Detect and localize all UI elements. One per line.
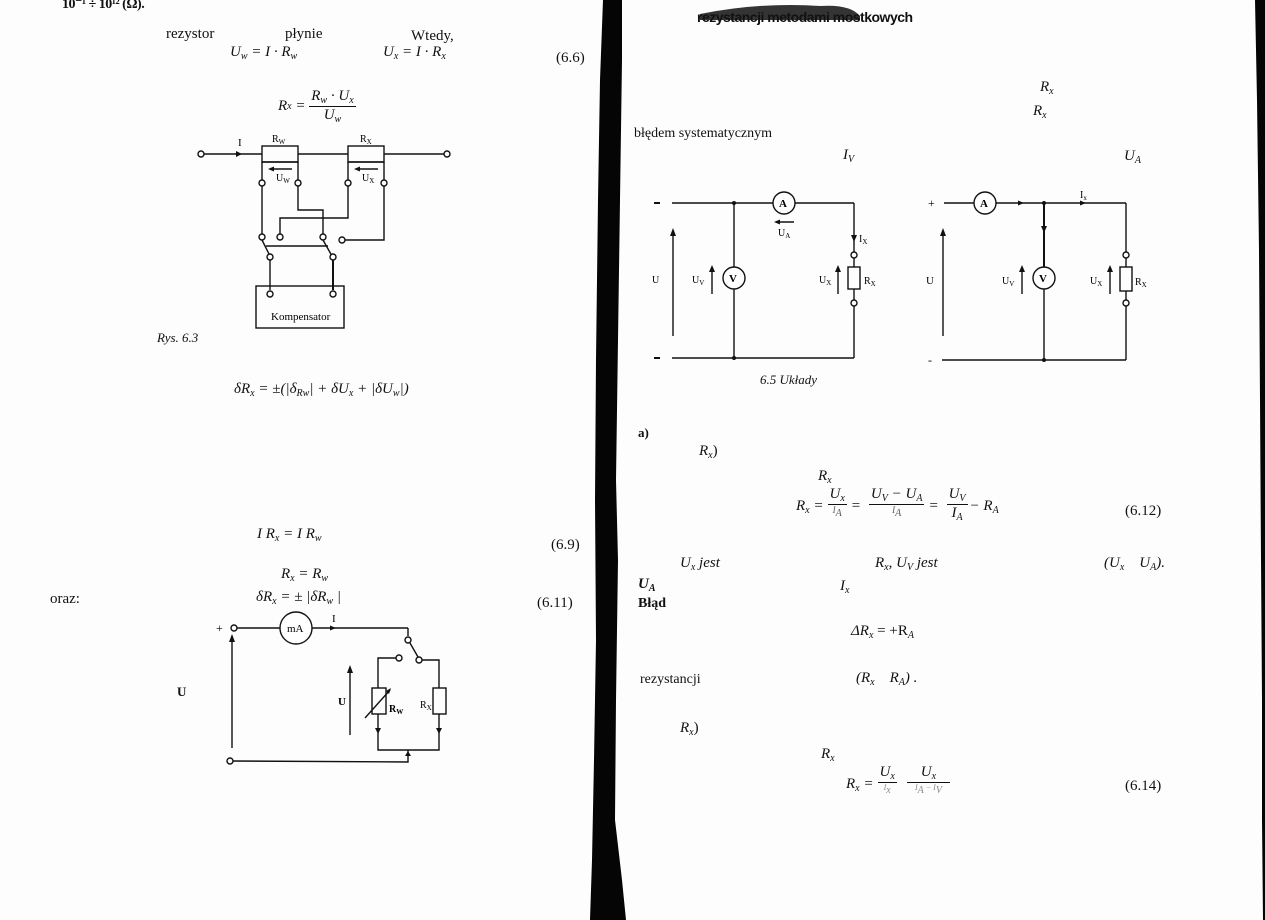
text-oraz: oraz: <box>50 591 80 607</box>
text-ux-jest: Ux jest <box>680 555 720 573</box>
terminal-right <box>443 150 451 158</box>
text-systematic-error: błędem systematycznym <box>634 126 773 141</box>
text-rx-ra-paren: (Rx RA) . <box>856 670 918 688</box>
equation-ux: Ux = I · Rx <box>383 44 446 62</box>
equation-number-6-12: (6.12) <box>1125 503 1162 519</box>
equation-number-6-9: (6.9) <box>551 537 580 553</box>
symbol-ix-line: Ix <box>840 578 850 596</box>
section-label-a: a) <box>638 425 649 440</box>
right-page-header: rezystancji metodami mostkowych <box>697 9 913 25</box>
resistor-rx <box>432 687 447 715</box>
resistor-rw <box>261 145 299 163</box>
equation-number-6-6: (6.6) <box>556 50 585 66</box>
figure-substitution-circuit: + mA I U RW RX <box>216 611 447 765</box>
equation-delta-rx: ΔRx = +RA <box>851 623 914 641</box>
text-rx-uv-jest: Rx, UV jest <box>875 555 938 573</box>
label-rx: RX <box>420 700 432 712</box>
label-rw: RW <box>389 704 403 716</box>
fraction: Rw · Ux Uw <box>309 88 356 125</box>
label-uw: UW <box>276 173 290 185</box>
label-voltmeter-v: V <box>729 273 737 285</box>
text-plynie: płynie <box>285 26 323 42</box>
label-rx: RX <box>360 134 372 146</box>
label-u: U <box>926 275 934 287</box>
label-voltage-u-inner: U <box>338 696 346 708</box>
figure-6-5-circuit-a: A V UA IX U UV UX RX <box>652 191 876 360</box>
figure-caption-6-3: Rys. 6.3 <box>157 330 199 345</box>
equation-6-9: I Rx = I Rw <box>257 526 322 544</box>
header-smudge <box>700 5 860 20</box>
symbol-ua-line: UA <box>638 576 656 594</box>
figure-6-5-circuit-b: + - A V Ix U UV UX RX <box>926 190 1147 367</box>
label-rw: RW <box>272 134 286 146</box>
label-ammeter-a: A <box>779 198 787 210</box>
label-ua: UA <box>778 228 790 240</box>
equation-rx-equals-rw: Rx = Rw <box>281 566 329 584</box>
label-current-i: I <box>238 137 242 149</box>
label-ux: UX <box>1090 276 1102 288</box>
label-voltage-u-outer: U <box>177 684 187 699</box>
label-ix: IX <box>859 234 867 246</box>
label-ammeter-a: A <box>980 198 988 210</box>
page-header-fragment: 10⁻¹ ÷ 10¹² (Ω). <box>62 0 145 12</box>
label-current-i: I <box>332 613 336 625</box>
label-ix: Ix <box>1080 190 1087 202</box>
resistor-rx <box>347 145 385 163</box>
resistor-rx <box>847 266 861 290</box>
text-wtedy: Wtedy, <box>411 28 454 44</box>
resistor-rx <box>1119 266 1133 292</box>
label-plus: + <box>216 621 223 635</box>
label-rx: RX <box>864 276 876 288</box>
label-plus: + <box>928 196 935 210</box>
label-ux: UX <box>819 275 831 287</box>
figure-caption-6-5: 6.5 Układy <box>760 372 818 387</box>
symbol-rx-1: Rx <box>1040 79 1054 97</box>
label-minus: - <box>928 353 932 367</box>
text-ux-ua-paren: (Ux UA). <box>1104 555 1165 573</box>
label-rx: RX <box>1135 277 1147 289</box>
label-voltmeter-v: V <box>1039 273 1047 285</box>
book-spine-shadow <box>590 0 626 920</box>
equation-error-propagation: δRx = ±(|δRw| + δUx + |δUw|) <box>234 381 409 399</box>
symbol-rx-paren-2: Rx) <box>680 720 699 738</box>
label-ux: UX <box>362 173 374 185</box>
equation-number-6-14: (6.14) <box>1125 778 1162 794</box>
symbol-ua: UA <box>1124 148 1141 166</box>
terminal-left <box>197 150 205 158</box>
text-rezystor: rezystor <box>166 26 215 42</box>
symbol-rx-4: Rx <box>821 746 835 764</box>
compensator-box <box>255 285 345 329</box>
symbol-rx-2: Rx <box>1033 103 1047 121</box>
variable-resistor-rw <box>371 687 387 715</box>
symbol-rx-paren-1: Rx) <box>699 443 718 461</box>
equation-6-11: δRx = ± |δRw | <box>256 589 342 607</box>
label-uv: UV <box>1002 276 1014 288</box>
equation-uw: Uw = I · Rw <box>230 44 298 62</box>
text-rezystancji: rezystancji <box>640 672 701 687</box>
label-u: U <box>652 275 660 286</box>
symbol-iv: IV <box>843 147 855 165</box>
label-milliammeter: mA <box>287 623 304 635</box>
equation-number-6-11: (6.11) <box>537 595 573 611</box>
label-uv: UV <box>692 275 704 287</box>
figure-6-3-compensation-circuit: I RW RX UW UX Kompensator <box>197 134 451 329</box>
symbol-rx-3: Rx <box>818 468 832 486</box>
text-blad: Błąd <box>638 596 667 611</box>
right-edge-shadow <box>1255 0 1265 920</box>
label-compensator: Kompensator <box>271 311 331 323</box>
